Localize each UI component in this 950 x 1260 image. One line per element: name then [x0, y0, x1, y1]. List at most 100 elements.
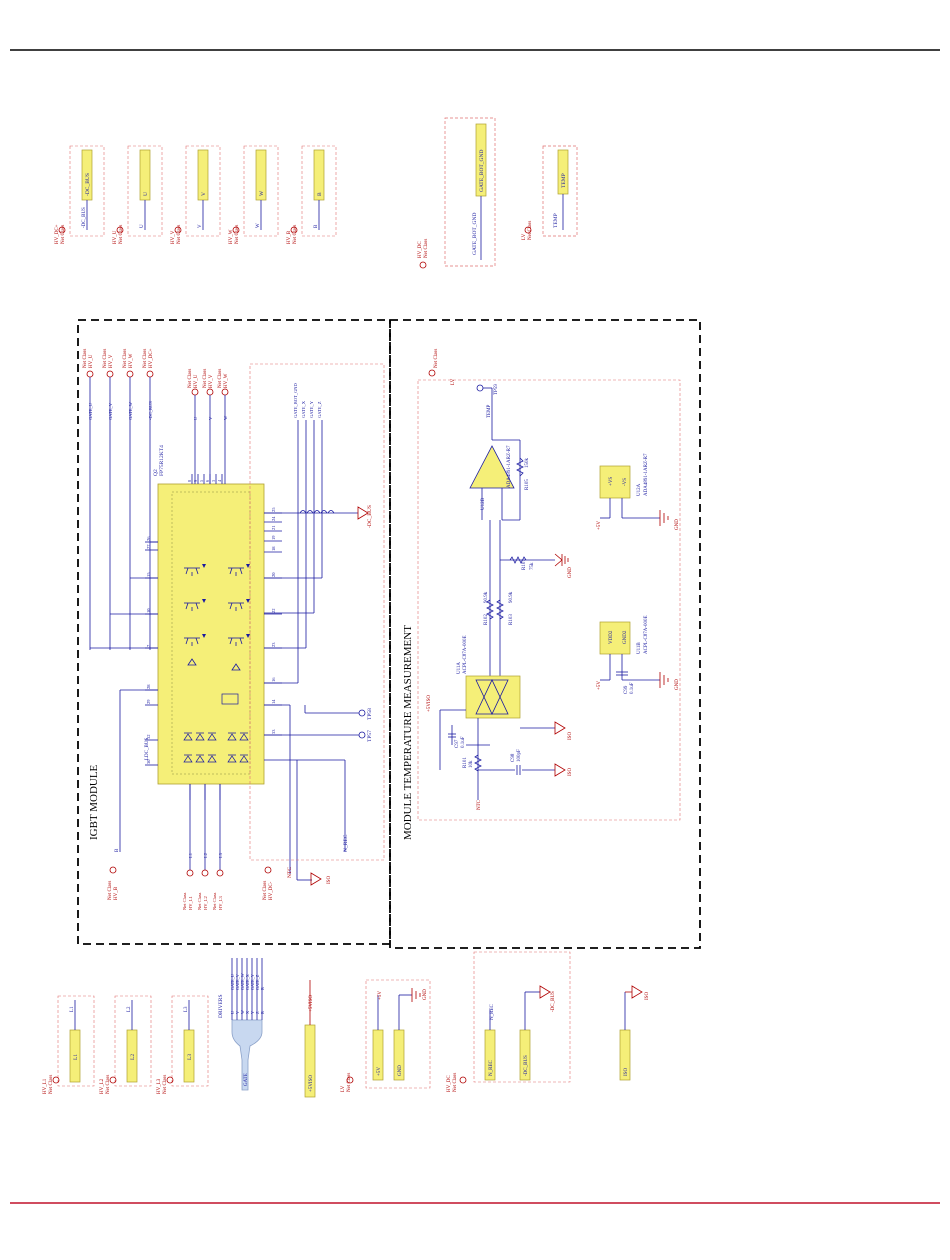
igbt-pin-left: 15: [146, 572, 151, 577]
igbt-top2-port-label: HV_V: [209, 374, 214, 388]
gate-net-label: GATE_Y: [309, 400, 314, 418]
u12a-ref: U12A: [637, 483, 642, 496]
plus5viso-net: +5VISO: [309, 995, 314, 1012]
igbt-left-labels: LDC_BUS B Net Class HV_B Net Class HV_DC…: [108, 738, 274, 900]
driver-pin-label: U: [230, 1011, 235, 1014]
hvb-port-sub: Net Class: [108, 881, 113, 900]
c99-val: 0.1uF: [630, 682, 635, 694]
drivers-bus: DRIVERS GATE GATE_UUGATE_VVGATE_WWGATE_X…: [218, 958, 265, 1091]
igbt-pin-left: 27: [146, 544, 151, 549]
top-net-label: B: [314, 224, 319, 228]
r101b-ref: R101: [463, 757, 468, 768]
driver-net-label: GATE_W: [240, 973, 245, 990]
tp57-label: TP57: [367, 730, 373, 742]
tp58-label: TP58: [367, 708, 373, 720]
b-pin-label: B: [115, 848, 120, 852]
igbt-bottom-port-sub: Net Class: [182, 892, 187, 910]
r103-ref: R103: [509, 614, 514, 625]
gate-net-label: GATE_X: [301, 400, 306, 418]
u12a-part: ADA4891-1ARZ-R7: [644, 453, 649, 496]
gnd-label-1: GND: [568, 567, 573, 578]
igbt-top-port-sub: Net Class: [123, 349, 128, 368]
hvdc-net2: -DC_BUS: [551, 991, 556, 1012]
bottom-pin-label: L2: [130, 1054, 136, 1060]
lv-power-conn: +5V GND +5V GND LV Net Class: [341, 979, 431, 1092]
iso-pin: ISO: [624, 1068, 629, 1076]
driver-net-label: GATE_Y: [250, 974, 255, 990]
c97-ref: C97: [455, 739, 460, 748]
c97-val: 0.1uF: [461, 736, 466, 748]
top-pin-label: V: [201, 192, 207, 196]
bottom-port-text: HV_L2: [100, 1078, 105, 1094]
u11b-part: ACPL-C87A-000E: [644, 615, 649, 654]
bottom-net-label: L3: [184, 1006, 189, 1012]
top-port-sub: Net Class: [235, 225, 240, 244]
temp-net-label-circuit: TEMP: [487, 404, 492, 418]
u12b-part: ADA4891-1ARZ-R7: [507, 445, 512, 488]
iso-label-igbt: ISO: [327, 876, 332, 884]
igbt-pin-top: 5: [199, 480, 204, 482]
u11a-ref: U11A: [457, 662, 462, 674]
gate-net-label: GATE_BOT_GND: [472, 213, 478, 255]
igbt-pin-top: 4: [217, 480, 222, 482]
igbt-component: Q2 FP75R12KT4: [153, 445, 265, 785]
c99-ref: C99: [624, 685, 629, 694]
igbt-pin-top: 8: [187, 480, 192, 482]
top-port-sub: Net Class: [177, 225, 182, 244]
igbt-pin-left: 30: [146, 759, 151, 764]
top-port-sub: Net Class: [119, 225, 124, 244]
igbt-top-port-sub: Net Class: [143, 349, 148, 368]
hvdc-pin1: N_REC: [489, 1060, 494, 1077]
u11b-gnd: GND2: [623, 630, 628, 644]
plus5viso-conn: +5VISO +5VISO: [304, 980, 316, 1098]
igbt-bottom-port-sub: Net Class: [197, 892, 202, 910]
top-pin-label: U: [143, 192, 149, 196]
driver-net-label: GATE_Z: [255, 974, 260, 990]
u12a-gnd: -VS: [623, 478, 628, 486]
lv-pin1: +5V: [377, 1067, 382, 1076]
iso-label-1: ISO: [568, 732, 573, 740]
driver-pin-label: Z: [255, 1011, 260, 1014]
r103-val: 90.9k: [509, 591, 514, 603]
igbt-bottom-port-label: HV_L3: [218, 896, 223, 910]
hvdc-port-sub: Net Class: [453, 1073, 458, 1092]
hvdc-net1: N_REC: [490, 1004, 495, 1021]
r101b-val: 10k: [469, 760, 474, 768]
driver-net-label: GATE_V: [235, 974, 240, 990]
igbt-pin-top: 6: [205, 480, 210, 482]
igbt-pin-right: 22: [271, 609, 276, 614]
igbt-pin-right: 33: [271, 729, 276, 734]
gate-port-sub: Net Class: [424, 239, 429, 258]
igbt-module-title: IGBT MODULE: [88, 764, 100, 840]
igbt-bottom-net: L3: [218, 852, 223, 858]
bottom-port-text: HV_L1: [43, 1078, 48, 1094]
top-pin-label: B: [317, 192, 323, 196]
igbt-top-port-sub: Net Class: [103, 349, 108, 368]
u11b-ref: U11B: [637, 642, 642, 654]
top-pin-label: -DC_BUS: [85, 173, 91, 196]
hvb-port-label: HV_B: [114, 886, 119, 900]
top-net-label: -DC_BUS: [82, 207, 87, 228]
drivers-title: DRIVERS: [218, 994, 224, 1018]
igbt-pin-right: 14: [271, 699, 276, 704]
top-pin-label: W: [259, 190, 265, 196]
u12b-ref: U12B: [481, 497, 486, 510]
igbt-top2-port-label: HV_W: [224, 373, 229, 388]
plus5viso-pin: +5VISO: [309, 1075, 314, 1092]
igbt-ref: Q2: [153, 469, 159, 476]
igbt-top-net: GATE_W: [128, 401, 133, 420]
igbt-rectifier-diodes: [183, 732, 249, 763]
igbt-pin-left: 29: [146, 699, 151, 704]
lv-net2: GND: [423, 989, 428, 1000]
